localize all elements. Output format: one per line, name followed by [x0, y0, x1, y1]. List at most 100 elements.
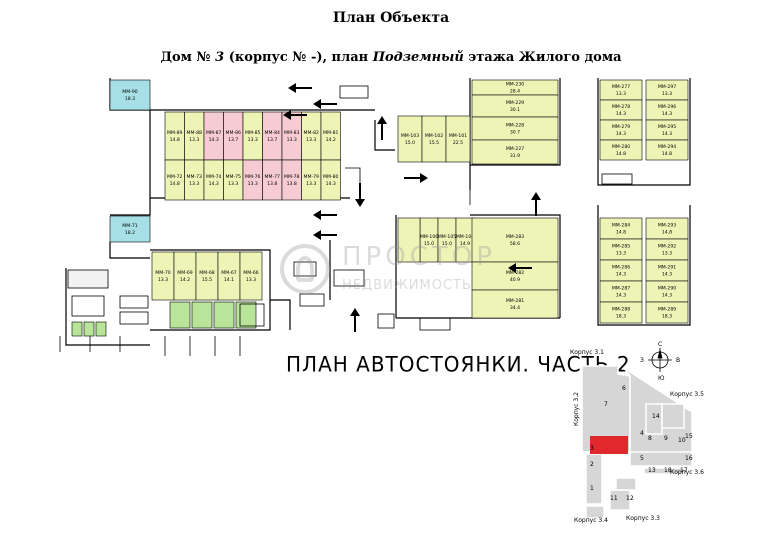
parking-spot-area: 15.0 — [442, 241, 452, 247]
parking-spot-code: ММ-103 — [401, 133, 419, 139]
parking-spot-code: ММ-76 — [245, 174, 261, 180]
parking-spot-cell — [645, 139, 689, 161]
parking-spot-code: ММ-293 — [658, 223, 676, 229]
parking-spot-area: 14.3 — [662, 111, 672, 117]
traffic-arrow-icon — [377, 116, 387, 140]
parking-spot-code: ММ-280 — [612, 144, 630, 150]
parking-spot-area: 13.3 — [158, 277, 168, 283]
keyplan-number: 16 — [685, 455, 693, 462]
parking-spot-cell — [599, 99, 643, 121]
parking-spot-code: ММ-283 — [506, 234, 524, 240]
keyplan-label-k36: Корпус 3.6 — [670, 469, 704, 476]
parking-spot-cell — [217, 251, 241, 301]
parking-spot-area: 14.3 — [616, 293, 626, 299]
keyplan-number: 18 — [664, 467, 672, 474]
subtitle-middle: (корпус № -), план — [224, 50, 373, 65]
keyplan-number: 4 — [640, 430, 644, 437]
parking-spot-code: ММ-78 — [284, 174, 300, 180]
storage-room — [83, 321, 95, 337]
cyan-room-code: ММ-90 — [122, 89, 138, 95]
traffic-arrow-icon — [313, 210, 337, 220]
cyan-room-cell — [109, 79, 151, 111]
parking-spot-cell — [242, 159, 263, 201]
parking-spot-code: ММ-285 — [612, 244, 630, 250]
parking-spot-area: 15.5 — [202, 277, 212, 283]
parking-spot-cell — [203, 111, 224, 161]
parking-spot-area: 14.3 — [662, 293, 672, 299]
parking-spot-cell — [223, 111, 244, 161]
parking-spot-cell — [184, 159, 205, 201]
parking-spot-cell — [239, 251, 263, 301]
parking-spot-code: ММ-101 — [449, 133, 467, 139]
parking-spot-cell — [599, 238, 643, 261]
parking-spot-cell — [223, 159, 244, 201]
keyplan-number: 11 — [610, 495, 618, 502]
parking-spot-area: 13.3 — [248, 137, 258, 143]
parking-spot-area: 14.8 — [662, 230, 672, 236]
parking-spot-area: 13.8 — [267, 181, 277, 187]
parking-spot-cell — [645, 119, 689, 141]
parking-spot-area: 14.8 — [170, 181, 180, 187]
storage-room — [235, 301, 257, 329]
parking-spot-cell — [471, 289, 559, 319]
keyplan-number: 7 — [604, 401, 608, 408]
parking-spot-code: ММ-87 — [206, 130, 222, 136]
parking-spot-code: ММ-85 — [245, 130, 261, 136]
page-title: План Объекта — [332, 10, 450, 26]
subtitle-floor-name: Подземный — [372, 50, 464, 65]
parking-spot-cell — [599, 301, 643, 324]
key-plan-buildings — [581, 365, 693, 519]
parking-spot-cell — [173, 251, 197, 301]
parking-spot-area: 14.2 — [180, 277, 190, 283]
storage-room — [95, 321, 107, 337]
parking-spot-area: 30.1 — [510, 107, 520, 113]
compass-south: Ю — [658, 375, 665, 382]
parking-spot-area: 13.3 — [248, 181, 258, 187]
parking-spot-code: ММ-284 — [612, 223, 630, 229]
traffic-arrow-icon — [313, 230, 337, 240]
parking-spot-cell — [599, 280, 643, 303]
parking-spot-cell — [599, 119, 643, 141]
parking-spot-code: ММ-83 — [284, 130, 300, 136]
parking-spot-area: 14.3 — [209, 137, 219, 143]
parking-spot-area: 18.3 — [616, 314, 626, 320]
parking-spot-cell — [184, 111, 205, 161]
parking-spot-cell — [471, 94, 559, 118]
keyplan-number: 10 — [678, 437, 686, 444]
parking-spot-cell — [645, 99, 689, 121]
keyplan-number: 12 — [626, 495, 634, 502]
parking-spot-area: 14.9 — [460, 241, 470, 247]
parking-spot-cell — [471, 116, 559, 141]
watermark: ПРОСТОР НЕДВИЖИМОСТЬ — [272, 240, 522, 300]
traffic-arrow-icon — [508, 263, 532, 273]
parking-spot-code: ММ-291 — [658, 265, 676, 271]
storage-room — [71, 321, 83, 337]
parking-spot-code: ММ-89 — [167, 130, 183, 136]
subtitle-suffix: этажа Жилого дома — [463, 50, 622, 65]
parking-spot-cell — [281, 159, 302, 201]
parking-spot-area: 14.3 — [616, 272, 626, 278]
parking-spot-code: ММ-70 — [155, 270, 171, 276]
parking-spot-cell — [599, 79, 643, 101]
parking-spot-code: ММ-77 — [265, 174, 281, 180]
